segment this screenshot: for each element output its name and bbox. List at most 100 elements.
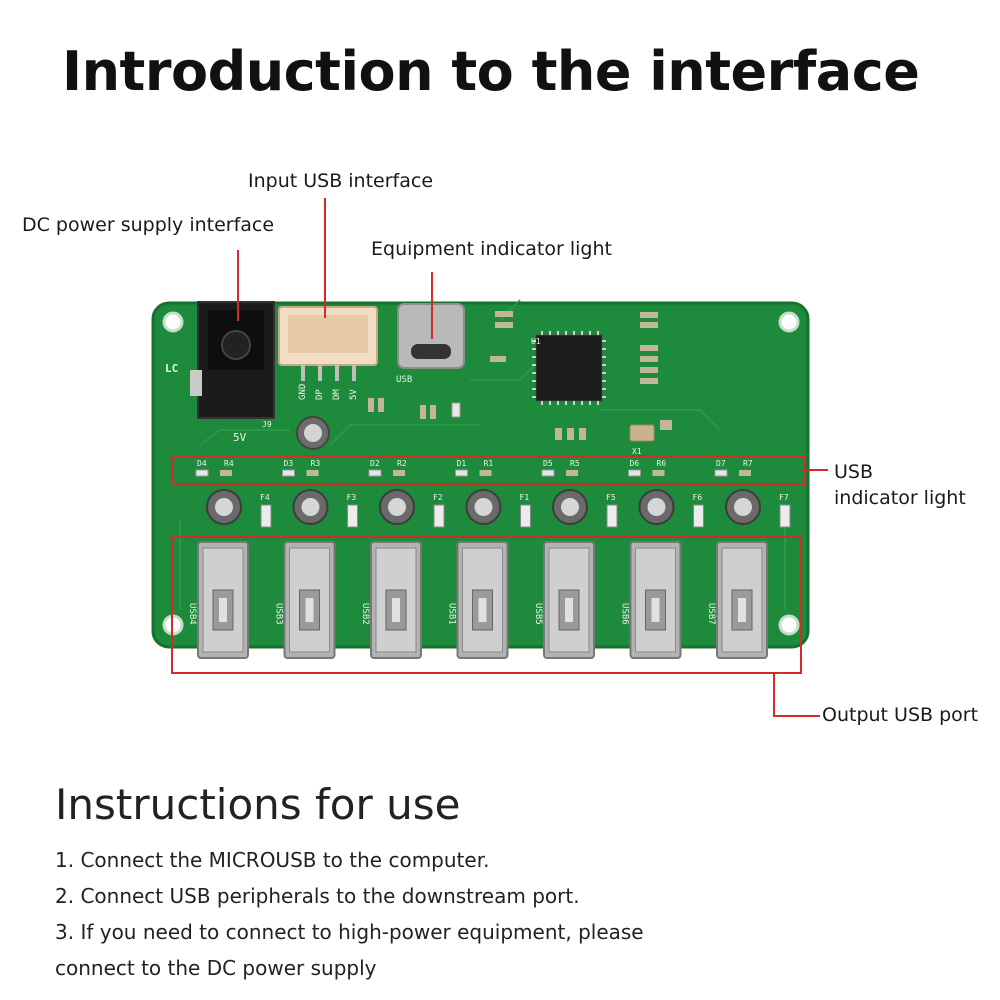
led-ref: D1 bbox=[457, 459, 467, 468]
usb-output-port bbox=[283, 541, 336, 659]
hub-chip bbox=[532, 331, 606, 405]
header-pin-gnd: GND bbox=[298, 384, 308, 400]
output-usb-label: Output USB port bbox=[822, 704, 979, 726]
usb-output-port bbox=[197, 541, 249, 659]
led-resistor bbox=[220, 470, 232, 476]
usb-port-label: USB4 bbox=[187, 603, 197, 625]
brand-mark: LC bbox=[165, 362, 178, 375]
capacitor-top bbox=[301, 498, 320, 516]
input-usb-label: Input USB interface bbox=[248, 170, 434, 192]
usb-port-label: USB7 bbox=[706, 603, 716, 625]
usb-output-port bbox=[370, 541, 422, 659]
usb-light-label-line1: USB bbox=[834, 461, 874, 483]
capacitor-top bbox=[734, 498, 752, 516]
usb-indicator-led bbox=[541, 469, 555, 477]
resistor-ref: R2 bbox=[397, 459, 407, 468]
capacitor-top bbox=[647, 498, 666, 516]
resistor-ref: R6 bbox=[657, 459, 667, 468]
pcb-traces bbox=[179, 299, 786, 610]
crystal bbox=[629, 424, 655, 442]
dc-jack bbox=[190, 301, 275, 419]
usb-port-label: USB6 bbox=[620, 603, 630, 625]
led-ref: D4 bbox=[197, 459, 207, 468]
usb-output-port bbox=[456, 541, 509, 659]
usb-indicator-led bbox=[195, 469, 209, 477]
capacitor-top bbox=[474, 498, 493, 516]
page-title: Introduction to the interface bbox=[62, 40, 920, 103]
resistor-ref: R4 bbox=[224, 459, 234, 468]
usb-output-port bbox=[629, 541, 682, 659]
led-resistor bbox=[652, 470, 665, 476]
led-ref: D6 bbox=[630, 459, 640, 468]
usb-indicator-led bbox=[714, 469, 728, 477]
port-fuse bbox=[260, 504, 272, 528]
usb-light-label-line2: indicator light bbox=[834, 487, 966, 509]
smd-components bbox=[368, 311, 672, 440]
output-port-highlight bbox=[171, 536, 802, 674]
resistor-ref: R3 bbox=[311, 459, 321, 468]
led-resistor bbox=[479, 470, 492, 476]
instruction-step: 1. Connect the MICROUSB to the computer. bbox=[55, 848, 490, 872]
resistor-ref: R7 bbox=[743, 459, 753, 468]
usb-led-row: D4 R4 D3 R3 D2 R2 D1 R1 D5 R5 D6 R6 D7 R7 bbox=[195, 459, 753, 477]
port-fuse bbox=[433, 504, 445, 528]
equipment-led bbox=[451, 402, 461, 418]
capacitor-top bbox=[215, 498, 233, 516]
usb-port-label: USB2 bbox=[360, 603, 370, 625]
instructions-list: 1. Connect the MICROUSB to the computer.… bbox=[55, 842, 644, 986]
usb-indicator-led bbox=[368, 469, 382, 477]
equipment-light-label: Equipment indicator light bbox=[371, 238, 612, 260]
usb-output-port bbox=[716, 541, 768, 659]
port-fuse bbox=[520, 504, 531, 528]
led-resistor bbox=[566, 470, 578, 476]
led-resistor bbox=[306, 470, 319, 476]
usb-indicator-led bbox=[455, 469, 468, 477]
output-usb-leader bbox=[773, 673, 820, 717]
instruction-step: connect to the DC power supply bbox=[55, 956, 377, 980]
chip-ref: U1 bbox=[531, 337, 541, 346]
usb-output-port bbox=[543, 541, 595, 659]
usb-port-row: USB4 USB3 USB2 USB1 USB5 USB6 USB7 bbox=[187, 541, 768, 659]
fuse-ref: F3 bbox=[347, 493, 357, 502]
header-pin-dp: DP bbox=[315, 389, 325, 400]
port-fuse bbox=[347, 504, 358, 528]
usb-indicator-led bbox=[282, 469, 295, 477]
usb-port-label: USB1 bbox=[447, 603, 457, 625]
instruction-step: 2. Connect USB peripherals to the downst… bbox=[55, 884, 580, 908]
fuse-ref: F4 bbox=[260, 493, 270, 502]
typec-label: USB bbox=[396, 375, 412, 385]
usb-port-label: USB3 bbox=[274, 603, 284, 625]
crystal-ref: X1 bbox=[632, 447, 642, 456]
led-ref: D2 bbox=[370, 459, 380, 468]
jack-voltage-label: 5V bbox=[233, 431, 247, 444]
led-resistor bbox=[393, 470, 405, 476]
usb-light-label: USB indicator light bbox=[834, 459, 966, 511]
fuse-ref: F1 bbox=[520, 493, 530, 502]
usb-indicator-led bbox=[628, 469, 641, 477]
fuse-ref: F5 bbox=[606, 493, 616, 502]
input-usb-header bbox=[278, 306, 378, 381]
jack-ref: J9 bbox=[262, 420, 272, 429]
led-ref: D3 bbox=[284, 459, 294, 468]
led-ref: D5 bbox=[543, 459, 553, 468]
bulk-capacitor bbox=[296, 416, 330, 450]
instructions-heading: Instructions for use bbox=[55, 780, 461, 829]
led-resistor bbox=[739, 470, 751, 476]
dc-power-label: DC power supply interface bbox=[22, 214, 275, 236]
capacitor-top bbox=[388, 498, 406, 516]
led-ref: D7 bbox=[716, 459, 726, 468]
usb-port-label: USB5 bbox=[533, 603, 543, 625]
resistor-ref: R5 bbox=[570, 459, 580, 468]
port-fuse bbox=[693, 504, 704, 528]
instruction-step: 3. If you need to connect to high-power … bbox=[55, 920, 644, 944]
resistor-ref: R1 bbox=[484, 459, 494, 468]
capacitor-top bbox=[561, 498, 579, 516]
header-pin-5v: 5V bbox=[349, 389, 359, 400]
port-fuse bbox=[779, 504, 791, 528]
fuse-ref: F7 bbox=[779, 493, 789, 502]
header-pin-dm: DM bbox=[332, 389, 342, 400]
port-fuse bbox=[606, 504, 618, 528]
fuse-ref: F2 bbox=[433, 493, 443, 502]
